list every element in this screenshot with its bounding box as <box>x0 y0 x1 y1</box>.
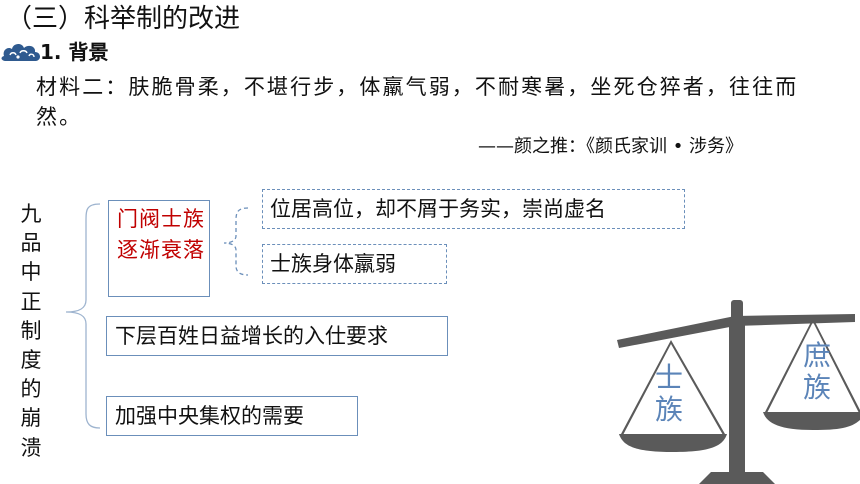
factor-box: 加强中央集权的需要 <box>106 396 358 436</box>
balance-scale-icon <box>617 300 860 484</box>
scale-left-label: 士族 <box>654 361 683 426</box>
root-label-char: 品 <box>20 231 42 256</box>
root-label-char: 制 <box>20 318 42 343</box>
root-label-char: 崩 <box>20 406 42 431</box>
section-title: （三）科举制的改进 <box>6 4 241 34</box>
gentry-reason-box: 位居高位，却不屑于务实，崇尚虚名 <box>262 189 685 229</box>
diagram-root-label: 九 品 中 正 制 度 的 崩 溃 <box>16 200 46 463</box>
root-label-char: 的 <box>20 377 42 402</box>
material-source: ——颜之推：《颜氏家训 • 涉务》 <box>478 136 744 157</box>
root-label-char: 中 <box>20 260 42 285</box>
reason-brace <box>223 207 249 276</box>
root-label-char: 度 <box>20 348 42 373</box>
root-label-char: 九 <box>20 202 42 226</box>
sub-heading: 1. 背景 <box>40 40 109 64</box>
root-label-char: 正 <box>20 289 42 314</box>
scale-right-label: 庶族 <box>802 339 831 404</box>
factor-box: 下层百姓日益增长的入仕要求 <box>106 316 448 356</box>
main-brace <box>65 203 101 429</box>
material-quote: 材料二：肤脆骨柔，不堪行步，体羸气弱，不耐寒暑，坐死仓猝者，往往而然。 <box>36 75 799 129</box>
gentry-reason-box: 士族身体羸弱 <box>262 244 447 284</box>
gentry-decline-box: 门阀士族逐渐衰落 <box>108 200 210 297</box>
cloud-ornament-icon <box>1 43 41 61</box>
root-label-char: 溃 <box>20 435 42 460</box>
